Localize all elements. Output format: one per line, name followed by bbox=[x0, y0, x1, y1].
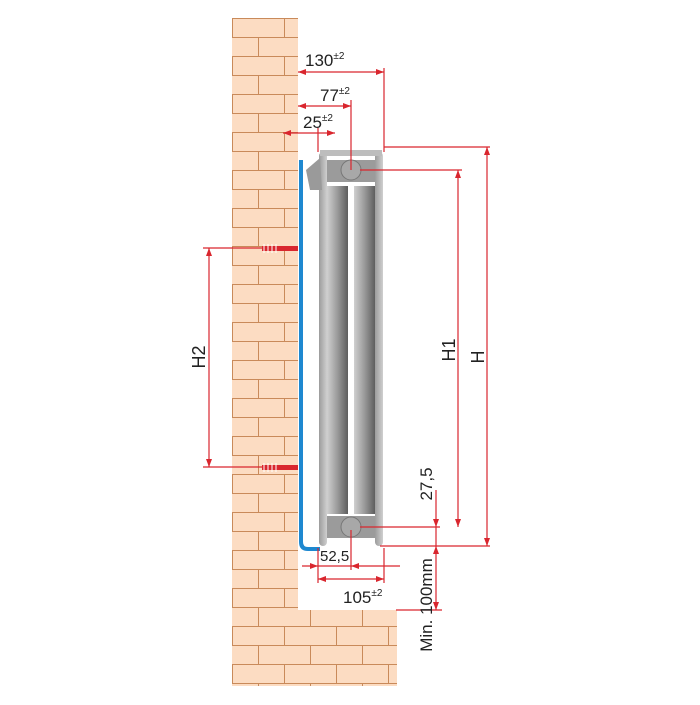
wall-bracket bbox=[306, 158, 322, 190]
dim-105: 105±2 bbox=[343, 588, 383, 607]
dim-77: 77±2 bbox=[320, 86, 350, 105]
dimension-lines bbox=[203, 68, 490, 611]
wall-anchor-bottom bbox=[262, 463, 298, 472]
dim-52-5: 52,5 bbox=[320, 548, 349, 565]
dim-H1: H1 bbox=[439, 338, 459, 361]
mounting-rail bbox=[299, 160, 320, 551]
dim-min-100mm: Min. 100mm bbox=[417, 558, 436, 652]
dim-H2: H2 bbox=[189, 345, 209, 368]
dim-27-5: 27,5 bbox=[417, 467, 436, 500]
dim-130: 130±2 bbox=[305, 51, 345, 70]
dim-25: 25±2 bbox=[303, 113, 333, 132]
wall-anchor-top bbox=[262, 244, 298, 253]
radiator-panel bbox=[306, 150, 384, 546]
dim-H: H bbox=[468, 351, 488, 364]
brick-wall bbox=[232, 18, 397, 686]
